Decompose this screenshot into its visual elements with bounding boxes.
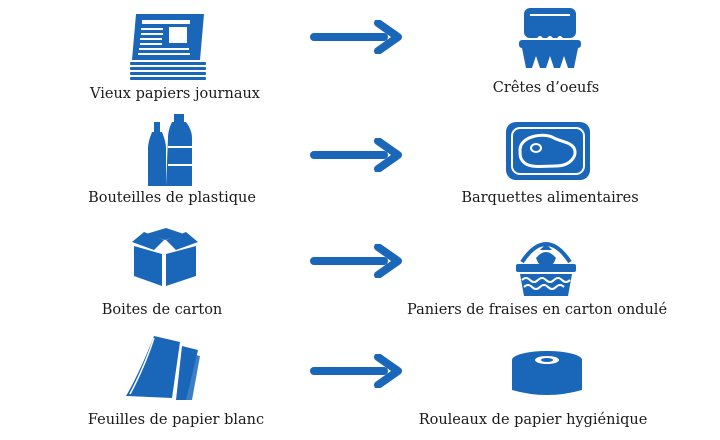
arrow-right-icon bbox=[310, 354, 406, 388]
toilet-paper-roll-icon bbox=[502, 350, 592, 400]
target-label: Paniers de fraises en carton ondulé bbox=[406, 302, 668, 318]
source-label: Boites de carton bbox=[101, 302, 223, 318]
source-label: Bouteilles de plastique bbox=[88, 190, 256, 206]
cardboard-box-icon bbox=[130, 228, 200, 288]
recycling-row-1: Vieux papiers journaux Crêtes d’oeufs bbox=[0, 0, 720, 110]
strawberry-basket-icon bbox=[512, 232, 580, 298]
arrow-right-icon bbox=[310, 138, 406, 172]
paper-sheets-icon bbox=[124, 336, 204, 402]
newspaper-stack-icon bbox=[128, 12, 208, 80]
arrow-right-icon bbox=[310, 244, 406, 278]
source-label: Vieux papiers journaux bbox=[90, 86, 260, 102]
target-label: Crêtes d’oeufs bbox=[492, 80, 600, 96]
meat-tray-icon bbox=[504, 120, 592, 182]
target-label: Rouleaux de papier hygiénique bbox=[418, 412, 648, 428]
recycling-row-3: Boites de carton Paniers de fraises en c… bbox=[0, 220, 720, 330]
target-label: Barquettes alimentaires bbox=[461, 190, 639, 206]
recycling-row-2: Bouteilles de plastique Barquettes alime… bbox=[0, 110, 720, 220]
source-label: Feuilles de papier blanc bbox=[87, 412, 265, 428]
egg-carton-icon bbox=[516, 6, 584, 72]
recycling-row-4: Feuilles de papier blanc Rouleaux de pap… bbox=[0, 330, 720, 440]
plastic-bottles-icon bbox=[146, 112, 196, 188]
arrow-right-icon bbox=[310, 20, 406, 54]
